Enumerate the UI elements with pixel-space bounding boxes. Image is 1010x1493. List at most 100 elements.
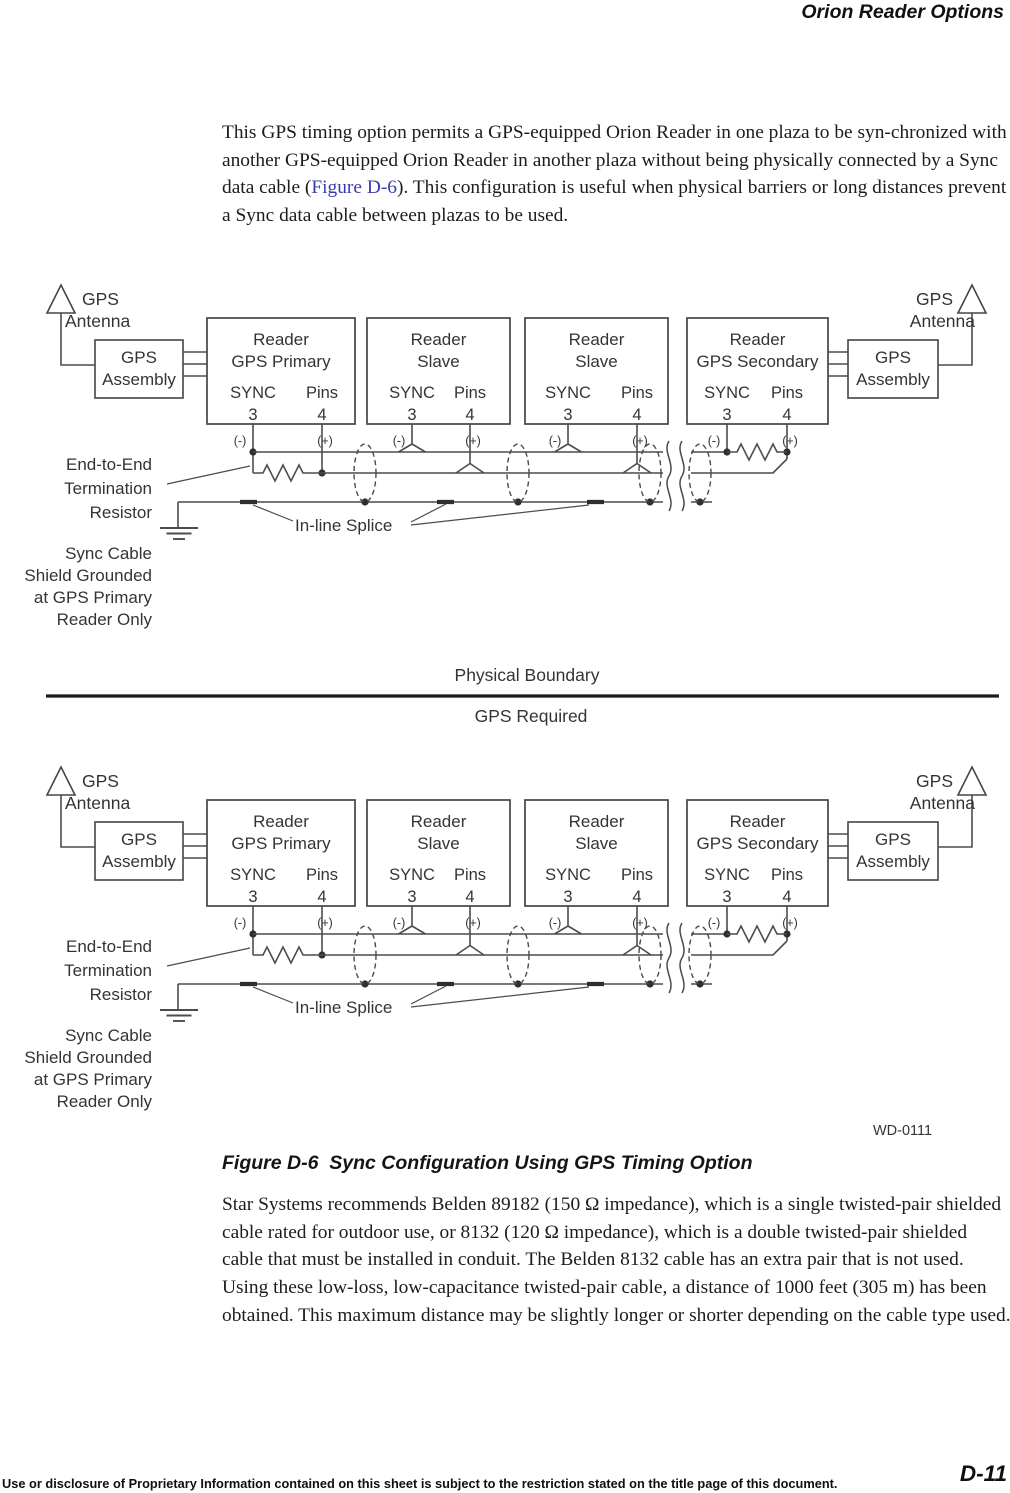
- running-header: Orion Reader Options: [801, 1, 1004, 23]
- diagram-label: Reader: [411, 812, 467, 831]
- reader-box: [206, 799, 356, 907]
- diagram-label: 4: [317, 406, 326, 424]
- pointer-line: [410, 503, 447, 523]
- wire: [938, 795, 973, 848]
- diagram-label: Antenna: [910, 793, 975, 813]
- shield-ellipse: [638, 443, 662, 503]
- wire: [398, 906, 426, 935]
- diagram-label: GPS Primary: [231, 352, 331, 371]
- gps-antenna-icon: [956, 283, 988, 314]
- diagram-label: SYNC: [704, 866, 750, 884]
- diagram-label: 3: [722, 406, 731, 424]
- wire: [398, 424, 426, 453]
- polarity-label: (-): [393, 916, 406, 930]
- diagram-label: SYNC: [545, 384, 591, 402]
- shield-ground-label: Reader Only: [57, 610, 153, 629]
- diagram-label: 4: [632, 888, 641, 906]
- shield-ellipse: [688, 443, 712, 503]
- diagram-label: Assembly: [102, 852, 176, 871]
- pointer-line: [166, 465, 251, 485]
- cable-break-icon: [666, 440, 672, 512]
- diagram-label: Pins: [771, 866, 803, 884]
- shield-ground-label: Shield Grounded: [24, 1048, 152, 1067]
- wire: [691, 940, 788, 956]
- diagram-label: Pins: [621, 866, 653, 884]
- wire: [622, 906, 652, 956]
- diagram-label: GPS: [916, 771, 953, 791]
- pointer-line: [252, 504, 294, 522]
- diagram-label: 3: [407, 406, 416, 424]
- diagram-label: Slave: [417, 352, 460, 371]
- shield-ground-label: Shield Grounded: [24, 566, 152, 585]
- pointer-line: [166, 947, 251, 967]
- shield-ellipse: [506, 925, 530, 985]
- inline-splice-label: In-line Splice: [295, 516, 392, 535]
- polarity-label: (-): [549, 434, 562, 448]
- diagram-label: GPS: [875, 348, 911, 367]
- wire: [60, 313, 95, 366]
- junction-dot: [514, 498, 522, 506]
- diagram-label: Reader: [411, 330, 467, 349]
- reader-box: [524, 317, 669, 425]
- termination-label: Resistor: [90, 503, 153, 522]
- wire: [455, 906, 485, 956]
- paragraph-text: ). This configuration is useful when phy…: [222, 177, 1007, 227]
- wire: [554, 906, 582, 935]
- shield-ground-label: at GPS Primary: [34, 588, 153, 607]
- junction-dot: [646, 980, 654, 988]
- gps-assembly-box: [847, 821, 939, 881]
- diagram-label: GPS: [875, 830, 911, 849]
- termination-label: Termination: [64, 961, 152, 980]
- gps-required-label: GPS Required: [475, 706, 588, 726]
- diagram-label: Antenna: [65, 793, 130, 813]
- figure-caption: Figure D-6 Sync Configuration Using GPS …: [222, 1152, 753, 1174]
- physical-boundary-label: Physical Boundary: [455, 665, 600, 685]
- diagram-label: 3: [563, 888, 572, 906]
- gps-antenna-icon: [956, 765, 988, 796]
- diagram-label: SYNC: [230, 384, 276, 402]
- diagram-label: 4: [782, 888, 791, 906]
- diagram-label: Antenna: [910, 311, 975, 331]
- junction-dot: [514, 980, 522, 988]
- junction-dot: [361, 498, 369, 506]
- diagram-label: Reader: [253, 812, 309, 831]
- reader-box: [366, 799, 511, 907]
- diagram-label: GPS: [82, 289, 119, 309]
- footer-note: Use or disclosure of Proprietary Informa…: [2, 1476, 838, 1491]
- diagram-label: 3: [563, 406, 572, 424]
- shield-ellipse: [638, 925, 662, 985]
- reader-box: [686, 317, 829, 425]
- diagram-label: Slave: [417, 834, 460, 853]
- shield-ground-label: Sync Cable: [65, 1026, 152, 1045]
- junction-dot: [646, 498, 654, 506]
- termination-resistor: [253, 945, 322, 965]
- cable-break-icon: [666, 922, 672, 994]
- diagram-label: Pins: [771, 384, 803, 402]
- diagram-label: Antenna: [65, 311, 130, 331]
- junction-dot: [696, 980, 704, 988]
- diagram-label: 4: [632, 406, 641, 424]
- wire: [455, 424, 485, 474]
- diagram-label: 4: [465, 888, 474, 906]
- diagram-label: Pins: [454, 866, 486, 884]
- cable-paragraph: Star Systems recommends Belden 89182 (15…: [222, 1194, 1010, 1326]
- diagram-label: SYNC: [389, 866, 435, 884]
- polarity-label: (+): [465, 916, 481, 930]
- wire: [938, 313, 973, 366]
- polarity-label: (-): [234, 916, 247, 930]
- diagram-label: Reader: [569, 330, 625, 349]
- diagram-label: Slave: [575, 352, 618, 371]
- diagram-label: GPS: [82, 771, 119, 791]
- shield-ground-label: Sync Cable: [65, 544, 152, 563]
- figure-link[interactable]: Figure D-6: [311, 177, 397, 199]
- polarity-label: (-): [393, 434, 406, 448]
- gps-assembly-box: [94, 339, 184, 399]
- diagram-label: SYNC: [389, 384, 435, 402]
- diagram-label: Reader: [730, 812, 786, 831]
- diagram-label: Pins: [306, 384, 338, 402]
- diagram-label: SYNC: [704, 384, 750, 402]
- wire: [554, 424, 582, 453]
- diagram-label: SYNC: [545, 866, 591, 884]
